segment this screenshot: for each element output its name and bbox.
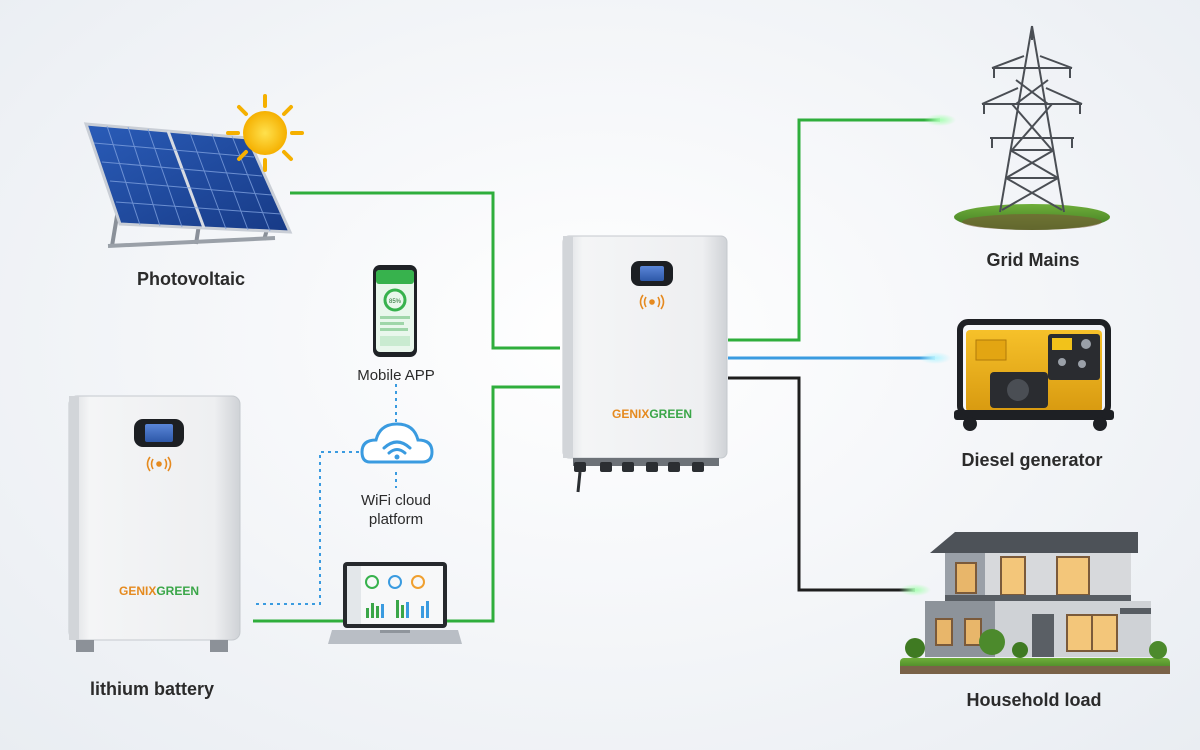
laptop-icon <box>328 562 462 644</box>
grid-mains-label: Grid Mains <box>986 250 1079 270</box>
mobile-phone-icon: 85% <box>373 265 417 357</box>
household-load-label: Household load <box>967 690 1102 710</box>
line-inverter-to-grid <box>728 118 940 342</box>
solar-panel-icon <box>83 122 293 248</box>
diesel-generator-label: Diesel generator <box>961 450 1102 470</box>
battery-signal-icon <box>146 456 172 472</box>
grid-tower-icon <box>954 25 1110 230</box>
wifi-cloud-label-line2: platform <box>369 511 423 528</box>
diesel-generator-icon <box>954 319 1114 431</box>
lithium-battery-unit: GENIXGREEN <box>68 395 241 652</box>
line-cloud-to-battery <box>254 451 366 605</box>
inverter-brand-logo: GENIXGREEN <box>612 407 692 421</box>
glow-generator <box>919 352 951 364</box>
sun-icon <box>226 94 304 172</box>
glow-grid <box>924 114 956 126</box>
phone-percent-text: 85% <box>389 299 402 305</box>
line-inverter-to-household <box>728 376 915 592</box>
inverter-signal-icon <box>639 294 665 310</box>
glow-household <box>899 584 931 596</box>
hybrid-inverter-unit: GENIXGREEN <box>562 235 728 493</box>
wifi-cloud-icon <box>360 422 434 464</box>
household-house-icon <box>900 532 1170 674</box>
photovoltaic-label: Photovoltaic <box>137 269 245 289</box>
mobile-app-label: Mobile APP <box>357 367 435 384</box>
battery-brand-logo: GENIXGREEN <box>119 584 199 598</box>
lithium-battery-label: lithium battery <box>90 679 214 699</box>
wifi-cloud-label-line1: WiFi cloud <box>361 492 431 509</box>
line-pv-to-inverter <box>290 191 560 350</box>
